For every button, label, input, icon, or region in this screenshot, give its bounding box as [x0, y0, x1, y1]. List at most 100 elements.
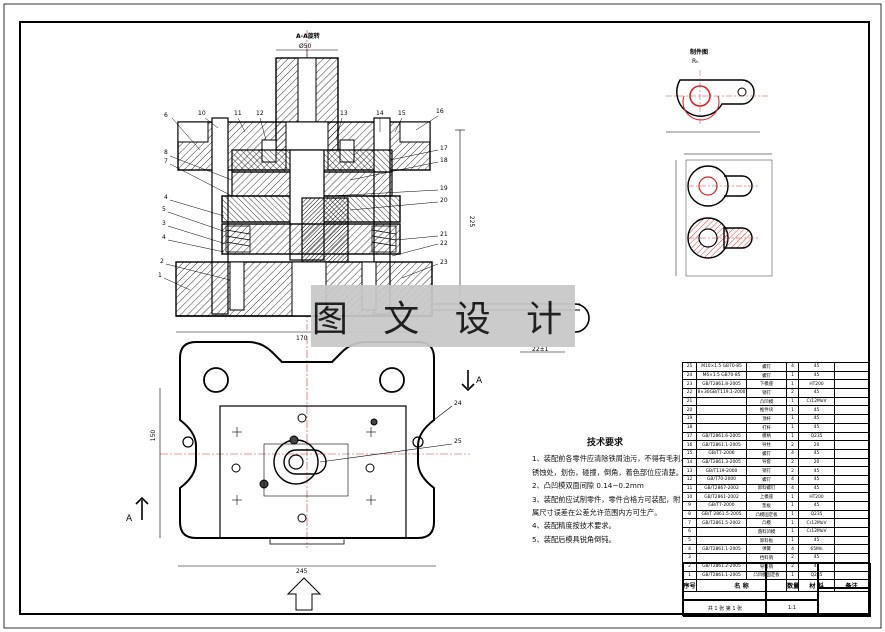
bom-cell: 下模座	[746, 379, 787, 390]
callout: 17	[440, 145, 448, 152]
bom-cell: 导套	[746, 457, 787, 468]
bom-cell	[834, 466, 869, 476]
bom-cell: 1	[786, 492, 799, 502]
callout: 2	[160, 258, 164, 265]
bom-cell: 15	[682, 448, 697, 459]
tb-drawing-no	[817, 563, 871, 589]
section-label: A-A旋转	[296, 33, 320, 40]
dim-top-diameter: Ø50	[299, 43, 312, 50]
bom-cell: 2	[786, 440, 799, 450]
bom-cell: 16	[682, 440, 697, 450]
callout: 20	[440, 197, 448, 204]
callout: 12	[256, 110, 264, 117]
bom-cell: 6	[682, 527, 697, 537]
bom-cell: 45	[798, 466, 835, 476]
bom-cell: 1	[786, 422, 799, 433]
callout: 18	[440, 157, 448, 164]
tech-item: 锈蚀处，划伤，碰撞，倒角，着色部位应清楚。	[532, 467, 683, 477]
callout: 23	[440, 259, 448, 266]
tb-drawing-name	[765, 563, 819, 601]
bom-cell: 20	[682, 405, 697, 416]
bom-cell: 65Mn	[798, 544, 835, 555]
callout: 6	[164, 112, 168, 119]
bom-cell: Cr12MoV	[798, 518, 835, 529]
bom-cell: 13	[682, 466, 697, 476]
bom-cell	[834, 457, 869, 468]
bom-cell	[834, 553, 869, 563]
bom-cell: 18	[682, 422, 697, 433]
bom-cell: 1	[786, 518, 799, 529]
dim-width-lower: 245	[296, 568, 308, 575]
bom-cell: Cr12MoV	[798, 527, 835, 537]
bom-cell: GB/T2861.5-2002	[696, 518, 747, 529]
bom-cell	[834, 509, 869, 520]
bom-cell	[834, 370, 869, 381]
bom-cell: 上模座	[746, 492, 787, 502]
inner-frame	[19, 21, 870, 615]
bom-cell: 1	[786, 396, 799, 407]
callout: 19	[440, 185, 448, 192]
tech-item: 5、装配后模具锐角倒钝。	[532, 534, 616, 544]
bom-cell: 螺钉	[746, 474, 787, 485]
bom-cell: GB/T2861.3-2005	[696, 457, 747, 468]
bom-cell	[834, 379, 869, 390]
bom-cell: 11	[682, 483, 697, 494]
technical-requirements: 技术要求 1、装配前各零件应清除铁屑油污，不得有毛刺、 锈蚀处，划伤，碰撞，倒角…	[532, 437, 688, 546]
tech-item: 属尺寸误差在公差允许范围内方可生产。	[532, 508, 662, 518]
bom-cell	[696, 414, 747, 424]
bom-cell: M6×1.5 GB70-85	[696, 370, 747, 381]
bom-cell	[834, 474, 869, 485]
bom-cell: 12	[682, 474, 697, 485]
title-block: 1:1 共 1 张 第 1 张	[682, 562, 871, 617]
bom-cell	[834, 396, 869, 407]
bom-cell: 45	[798, 370, 835, 381]
bom-cell	[696, 396, 747, 407]
callout: 4	[164, 194, 168, 201]
bom-cell: 凸模固定板	[746, 509, 787, 520]
bom-cell: 推件块	[746, 405, 787, 416]
bom-cell: 2	[786, 457, 799, 468]
bom-cell: GB/T7-2000	[696, 501, 747, 511]
callout: 22	[440, 240, 448, 247]
bom-cell: 凸模	[746, 518, 787, 529]
bom-cell: HT200	[798, 379, 835, 390]
bom-cell: 销钉	[746, 466, 787, 476]
bom-cell: 凸凹模	[746, 396, 787, 407]
dim-plan-height: 150	[150, 429, 158, 442]
bom-cell: 2	[786, 553, 799, 563]
bom-cell: 45	[798, 362, 835, 372]
bom-cell: 模柄	[746, 431, 787, 442]
bom-cell: GB/T119-2000	[696, 466, 747, 476]
bom-cell: 弹簧	[746, 544, 787, 555]
bom-cell: 10	[682, 492, 697, 502]
bom-cell: 1	[786, 501, 799, 511]
bom-cell: 45	[798, 501, 835, 511]
bom-cell: 4	[786, 474, 799, 485]
bom-cell: 45	[798, 553, 835, 563]
view-arrow-label-right: A	[476, 376, 483, 386]
bom-cell: 1	[786, 379, 799, 390]
bom-cell	[834, 405, 869, 416]
bom-cell	[696, 422, 747, 433]
bom-cell	[834, 501, 869, 511]
bom-cell: GB/T2867-2002	[696, 483, 747, 494]
bom-cell: HT200	[798, 492, 835, 502]
bom-cell: 顶杆	[746, 414, 787, 424]
bom-cell: 45	[798, 414, 835, 424]
callout: 7	[164, 158, 168, 165]
